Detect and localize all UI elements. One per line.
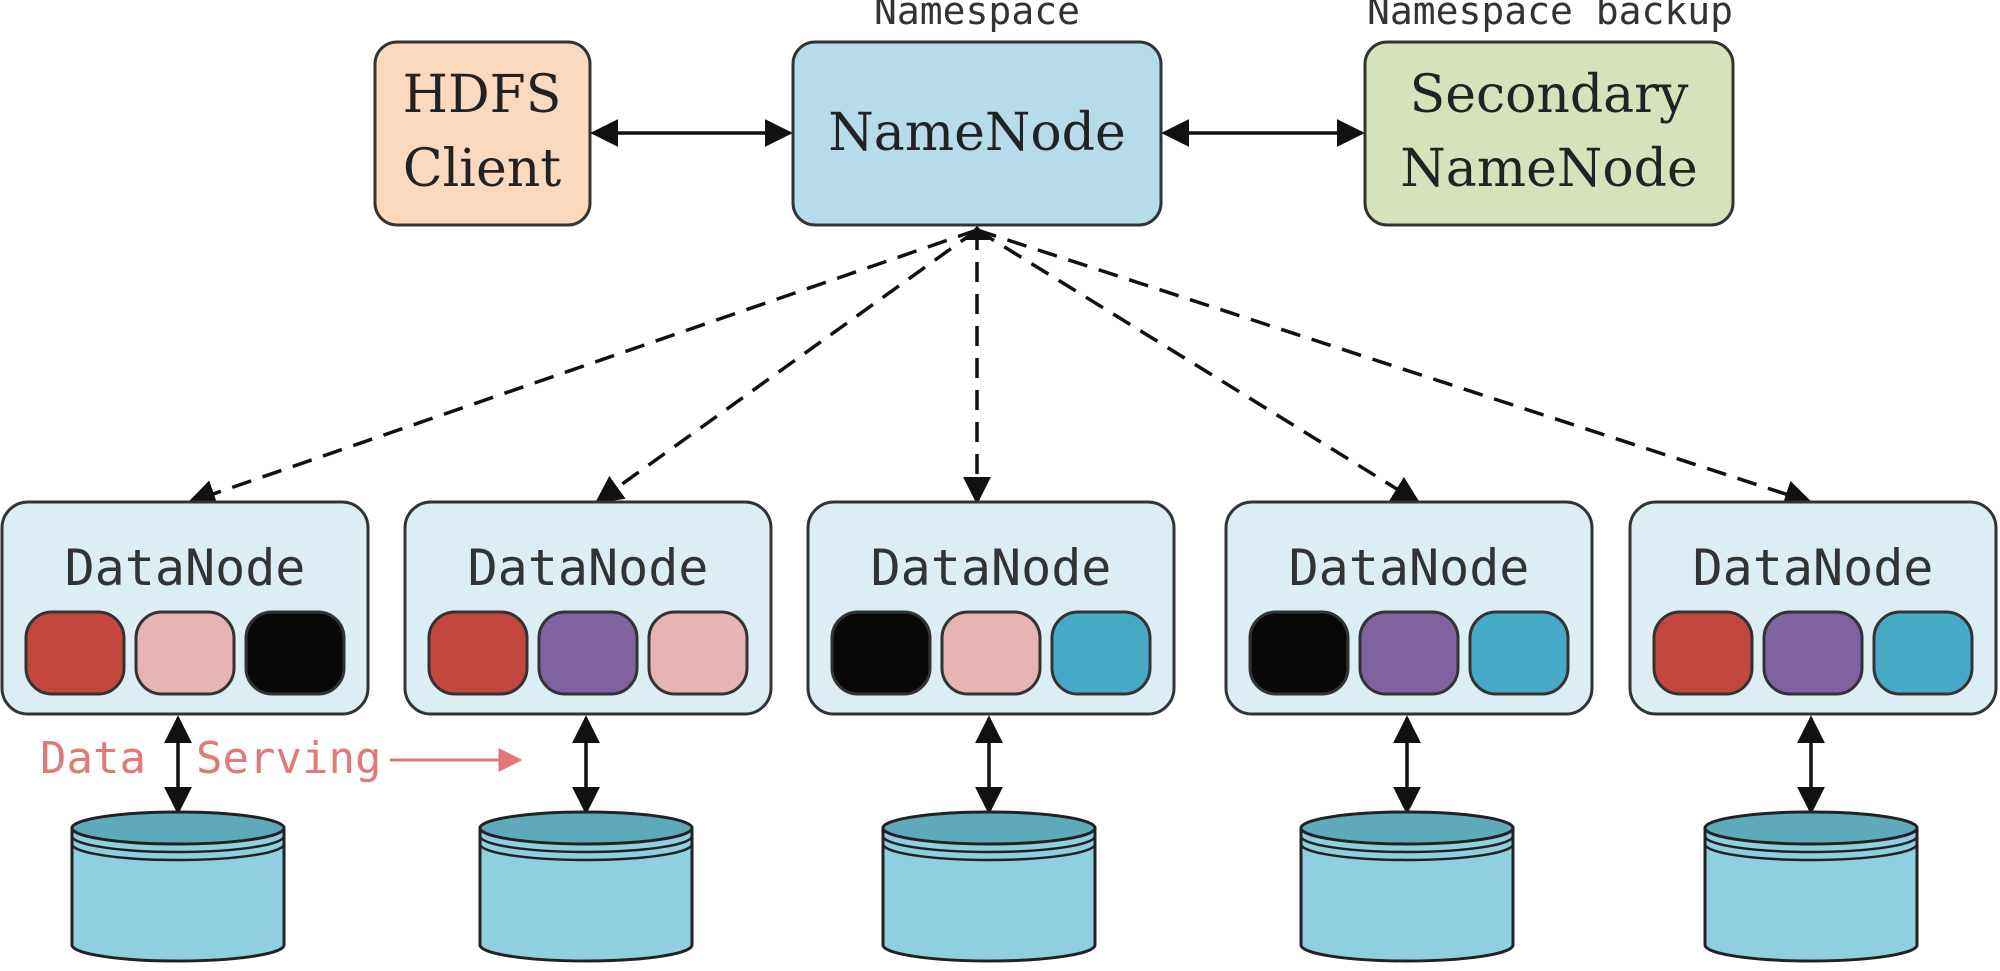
datanode-label: DataNode <box>468 539 709 597</box>
disk-icon <box>1299 810 1515 963</box>
disk-body <box>1299 826 1515 963</box>
disk-ring <box>1299 843 1515 862</box>
datanode-label: DataNode <box>65 539 306 597</box>
data-serving-word2: Serving <box>196 733 381 784</box>
disk-ring <box>1299 835 1515 854</box>
dashed-link-2 <box>594 228 979 504</box>
disk-ring <box>1703 843 1919 862</box>
disk-ring <box>478 835 694 854</box>
hdfs-client-line1: HDFS <box>403 65 562 125</box>
namenode-node: NameNode <box>791 40 1163 227</box>
block-pink <box>940 610 1042 696</box>
hdfs-client-line2: Client <box>403 139 561 199</box>
disk-body <box>70 826 286 963</box>
block-red <box>24 610 126 696</box>
disk-ring <box>881 843 1097 862</box>
block-purple <box>1358 610 1460 696</box>
disk-ring <box>478 843 694 862</box>
disk-icon <box>70 810 286 963</box>
block-red <box>1652 610 1754 696</box>
disk-ring <box>70 835 286 854</box>
disk-icon <box>478 810 694 963</box>
secondary-namenode-node: Secondary NameNode <box>1363 40 1735 227</box>
dashed-link-1 <box>187 228 978 508</box>
hdfs-client-node: HDFS Client <box>373 40 592 227</box>
disk-ring <box>1703 835 1919 854</box>
datanode-1: DataNode <box>0 500 370 963</box>
block-pink <box>134 610 236 696</box>
datanode-3: DataNode <box>806 500 1176 963</box>
datanode-label: DataNode <box>1289 539 1530 597</box>
disk-icon <box>1703 810 1919 963</box>
datanode-2: DataNode <box>403 500 773 963</box>
disk-ring <box>70 843 286 862</box>
disk-body <box>1703 826 1919 963</box>
block-cyan <box>1050 610 1152 696</box>
secondary-line1: Secondary <box>1410 65 1689 125</box>
disk-body <box>478 826 694 963</box>
block-black <box>830 610 932 696</box>
disk-top <box>1703 810 1919 846</box>
disk-icon <box>881 810 1097 963</box>
block-black <box>244 610 346 696</box>
disk-ring <box>881 835 1097 854</box>
namenode-label: NameNode <box>828 103 1125 163</box>
namenode-box <box>791 40 1163 227</box>
namenode-caption: Namespace <box>874 0 1080 33</box>
disk-top <box>70 810 286 846</box>
datanode-row: DataNode DataNode DataNode DataNode DataNode <box>0 500 1998 963</box>
namenode-dashed-links <box>187 228 1813 508</box>
block-purple <box>537 610 639 696</box>
disk-body <box>881 826 1097 963</box>
secondary-line2: NameNode <box>1400 139 1697 199</box>
datanode-5: DataNode <box>1628 500 1998 963</box>
datanode-4: DataNode <box>1224 500 1594 963</box>
data-serving-word1: Data <box>40 733 146 784</box>
disk-top <box>881 810 1097 846</box>
disk-top <box>478 810 694 846</box>
secondary-caption: Namespace backup <box>1367 0 1733 33</box>
hdfs-client-box <box>373 40 592 227</box>
disk-top <box>1299 810 1515 846</box>
block-red <box>427 610 529 696</box>
block-purple <box>1762 610 1864 696</box>
block-cyan <box>1872 610 1974 696</box>
secondary-namenode-box <box>1363 40 1735 227</box>
datanode-label: DataNode <box>1693 539 1934 597</box>
block-cyan <box>1468 610 1570 696</box>
block-black <box>1248 610 1350 696</box>
dashed-link-4 <box>976 228 1421 504</box>
dashed-link-5 <box>976 228 1813 508</box>
datanode-label: DataNode <box>871 539 1112 597</box>
block-pink <box>647 610 749 696</box>
